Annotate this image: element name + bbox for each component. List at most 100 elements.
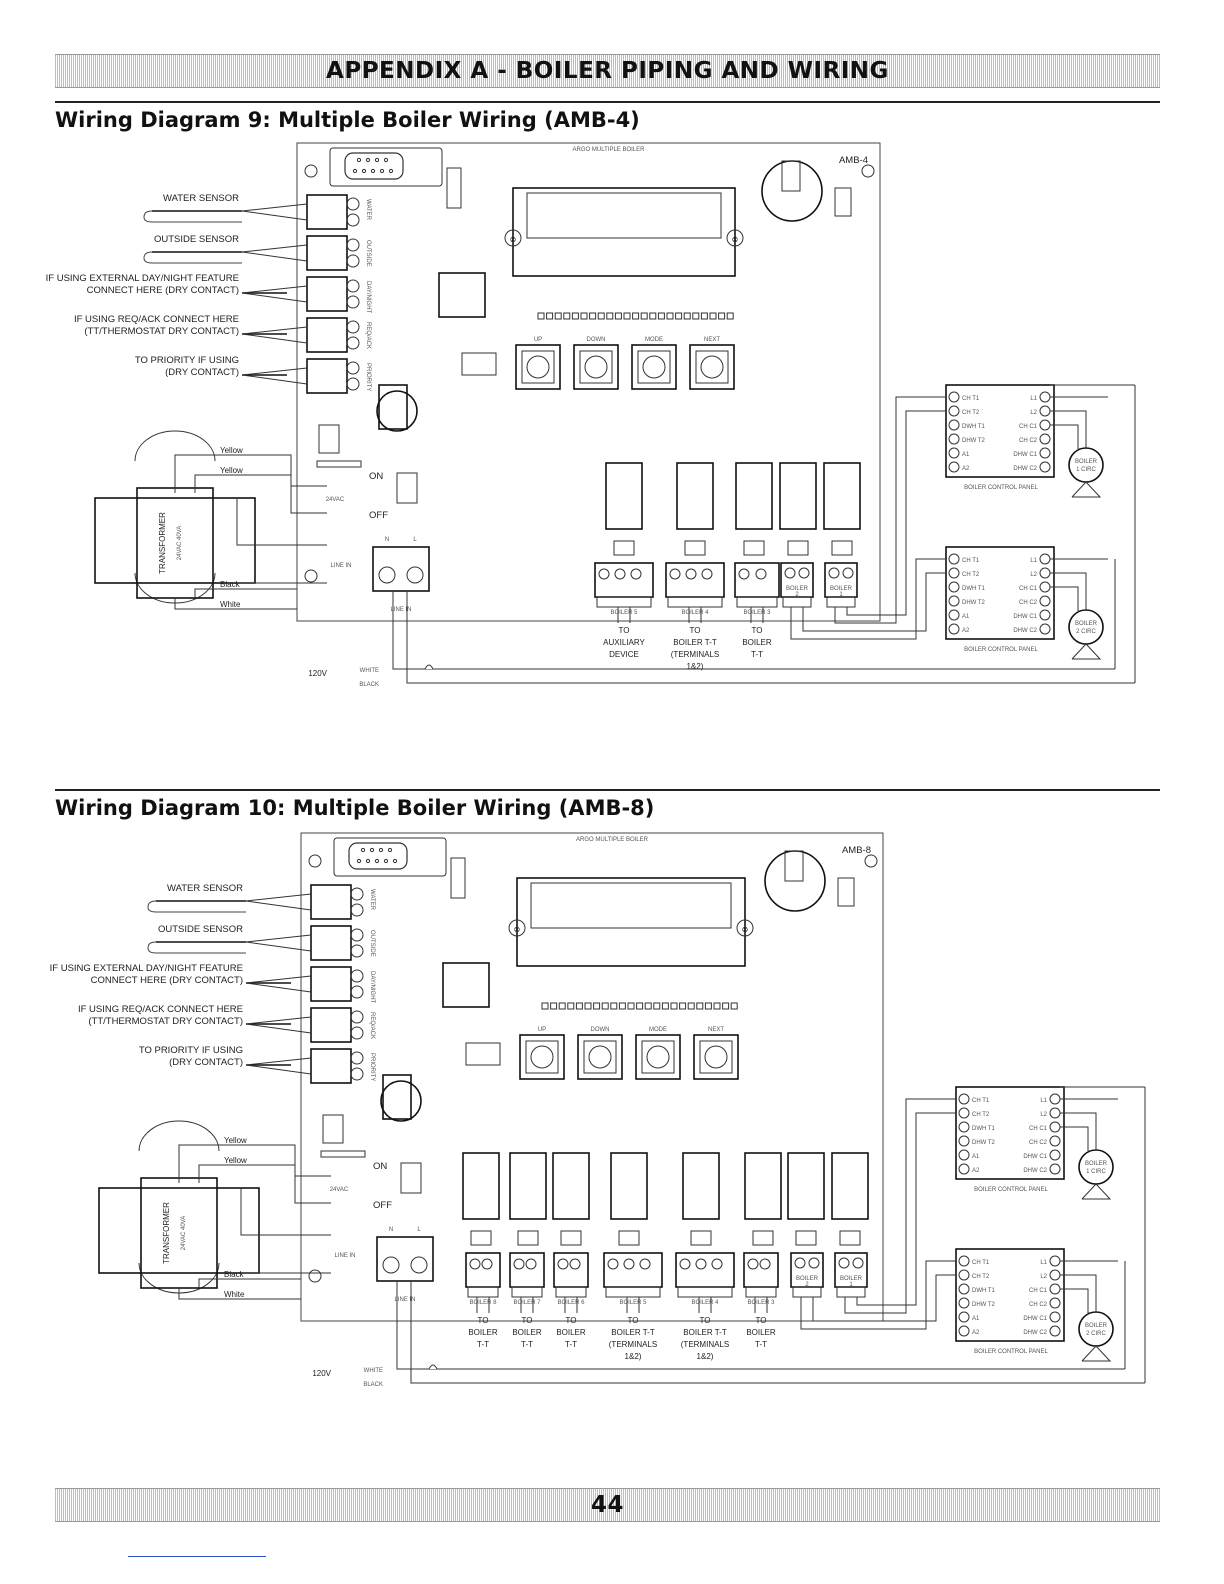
- pin: [374, 858, 380, 864]
- header-pin: [661, 1002, 669, 1010]
- header-pin: [610, 1002, 618, 1010]
- panel-terminal-label: DHW C2: [1023, 1330, 1047, 1336]
- header-pin: [704, 1002, 712, 1010]
- panel-terminal: [948, 595, 960, 607]
- header-pin: [718, 312, 726, 320]
- relay-led: [795, 1230, 817, 1246]
- screw-icon: [736, 919, 754, 937]
- pump-wire: [1060, 1274, 1097, 1312]
- header-pin: [722, 1002, 730, 1010]
- screw-icon: [508, 919, 526, 937]
- panel-terminal-label: CH C1: [1029, 1126, 1048, 1132]
- boiler2-wire: [812, 1274, 956, 1322]
- terminal-screw: [350, 985, 364, 999]
- panel-button: [635, 1034, 681, 1080]
- output-label: 1&2): [697, 1352, 714, 1361]
- terminal-screw: [759, 1258, 771, 1270]
- panel-terminal-label: A1: [972, 1316, 980, 1322]
- header-pin: [593, 1002, 601, 1010]
- black-wire-label: BLACK: [359, 682, 379, 688]
- terminal-label: BOILER 3: [747, 1300, 775, 1306]
- terminal-pins: [745, 1286, 777, 1298]
- component: [318, 424, 340, 454]
- terminal-label: BOILER 5: [619, 1300, 647, 1306]
- wire-label: Black: [220, 580, 241, 589]
- lcd-screen: [526, 192, 722, 239]
- transformer-core: [136, 487, 214, 599]
- circuit-board: [300, 832, 884, 1322]
- output-label: TO: [752, 626, 763, 635]
- output-label: 1&2): [687, 662, 704, 671]
- input-label: IF USING REQ/ACK CONNECT HERE: [74, 314, 239, 325]
- pump-wire: [1060, 1288, 1089, 1313]
- transformer-strap: [134, 430, 216, 462]
- db9-shell: [348, 842, 408, 870]
- relay: [831, 1152, 869, 1220]
- button-label: MODE: [645, 337, 663, 343]
- button-label: UP: [534, 337, 542, 343]
- panel-terminal: [1039, 461, 1051, 473]
- pin: [392, 858, 398, 864]
- button-label: UP: [538, 1027, 546, 1033]
- input-label: WATER SENSOR: [167, 883, 243, 894]
- output-label: T-T: [521, 1340, 533, 1349]
- output-label: DEVICE: [609, 650, 639, 659]
- panel-terminal: [958, 1135, 970, 1147]
- footer-band: 44: [55, 1488, 1160, 1522]
- wire: [245, 941, 312, 952]
- transformer-rating: 24VAC 40VA: [181, 1216, 187, 1250]
- panel-terminal: [1049, 1107, 1061, 1119]
- l-label: L: [417, 1227, 421, 1233]
- header-pin: [709, 312, 717, 320]
- input-label: IF USING REQ/ACK CONNECT HERE: [78, 1004, 243, 1015]
- header-pin: [558, 1002, 566, 1010]
- diagram-title: Wiring Diagram 9: Multiple Boiler Wiring…: [55, 108, 640, 132]
- header-pin: [537, 312, 545, 320]
- header-pin: [636, 1002, 644, 1010]
- terminal-label: DAY/NIGHT: [369, 971, 375, 1004]
- sensor-wire: [143, 210, 242, 223]
- panel-terminal: [948, 553, 960, 565]
- panel-terminal-label: DHW C2: [1013, 466, 1037, 472]
- boiler2-wire: [800, 1260, 956, 1330]
- lcd-bezel: [516, 877, 746, 967]
- button-label: NEXT: [704, 337, 720, 343]
- header-pin: [670, 1002, 678, 1010]
- pin: [378, 847, 384, 853]
- panel-terminal: [958, 1255, 970, 1267]
- relay-led: [684, 540, 706, 556]
- diagram-title: Wiring Diagram 10: Multiple Boiler Wirin…: [55, 796, 655, 820]
- header-pin: [683, 312, 691, 320]
- panel-terminal: [1049, 1163, 1061, 1175]
- transformer-body: [94, 497, 256, 584]
- chip: [461, 352, 497, 376]
- panel-button: [515, 344, 561, 390]
- output-label: BOILER: [512, 1328, 542, 1337]
- transformer-label: TRANSFORMER: [158, 512, 167, 574]
- panel-button-cap: [584, 355, 608, 379]
- panel-button-cap: [646, 1045, 670, 1069]
- terminal-label: BOILER 5: [610, 610, 638, 616]
- panel-terminal-label: CH T2: [972, 1274, 990, 1280]
- panel-terminal-label: CH C2: [1019, 600, 1038, 606]
- terminal-label: WATER: [369, 889, 375, 911]
- terminal-block: [310, 1007, 352, 1043]
- relay-led: [560, 1230, 582, 1246]
- panel-terminal-label: A2: [972, 1330, 980, 1336]
- wire: [245, 975, 312, 984]
- transformer-wire: [198, 1164, 331, 1204]
- panel-label: BOILER CONTROL PANEL: [974, 1349, 1048, 1355]
- relay: [509, 1152, 547, 1220]
- terminal-pins: [782, 596, 812, 608]
- line-in-block: [372, 546, 430, 592]
- relay: [462, 1152, 500, 1220]
- footer-link-underline: [128, 1556, 266, 1557]
- panel-terminal: [948, 623, 960, 635]
- terminal-screw: [350, 1010, 364, 1024]
- pump-label: BOILER: [1075, 459, 1098, 465]
- output-label: BOILER: [746, 1328, 776, 1337]
- wire-crossover: [424, 664, 434, 670]
- header-pin: [567, 1002, 575, 1010]
- terminal-screw: [378, 566, 396, 584]
